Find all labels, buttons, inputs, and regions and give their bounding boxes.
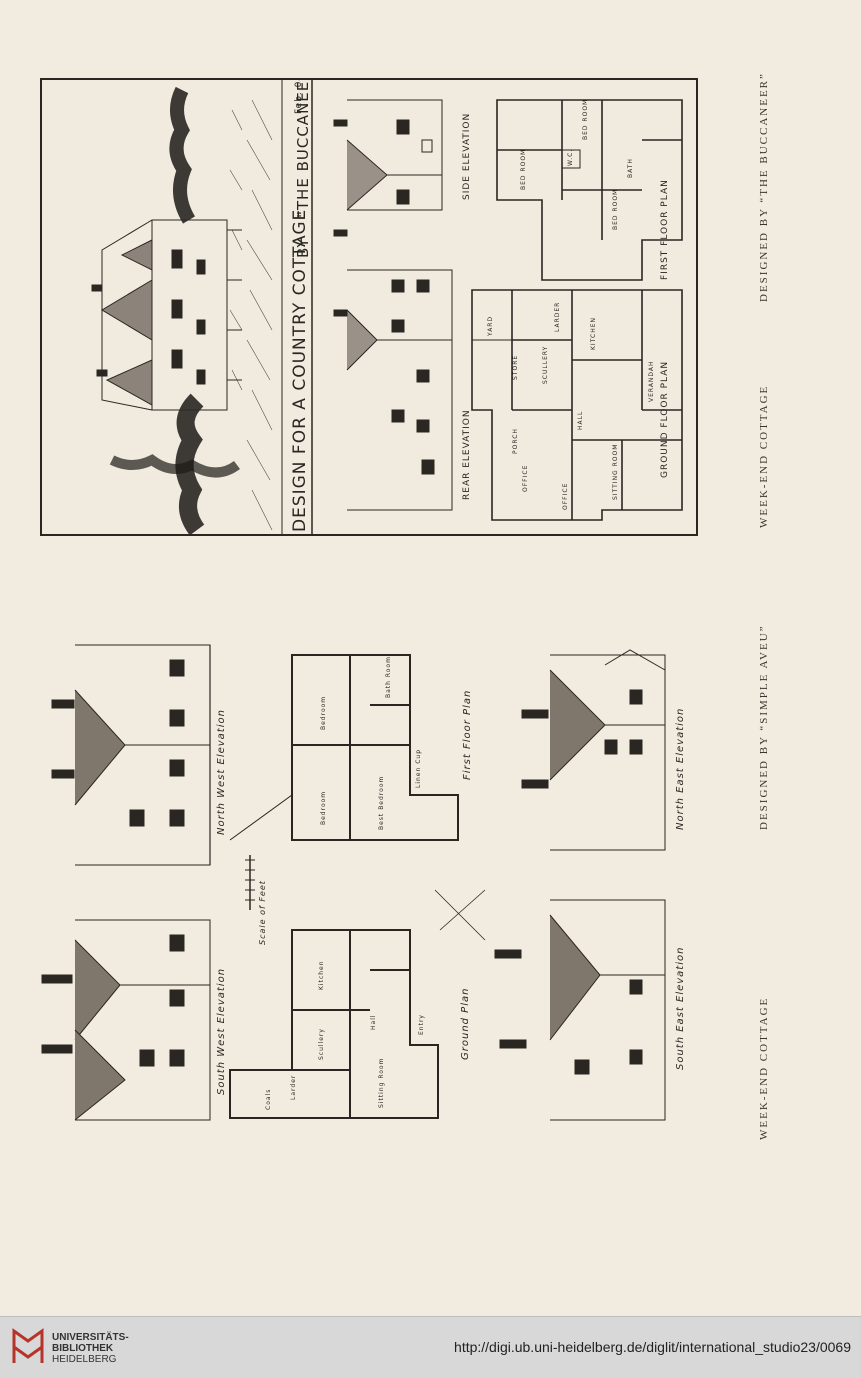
country-cottage-plate: DESIGN FOR A COUNTRY COTTAGE BY "THE BUC… [40, 78, 698, 536]
room-label: VERANDAH [648, 360, 655, 402]
simple-aveu-drawing [41, 644, 666, 1121]
room-label: STORE [512, 354, 519, 380]
permalink-url[interactable]: http://digi.ub.uni-heidelberg.de/diglit/… [454, 1339, 851, 1355]
room-label: Entry [418, 1014, 425, 1035]
room-label: Sitting Room [378, 1057, 385, 1108]
room-label: HALL [577, 410, 584, 430]
scale-label: Scale of Feet [258, 880, 267, 945]
plate-date: Feb. 04 [294, 78, 304, 114]
first-floor-plan-label: First Floor Plan [462, 689, 473, 780]
library-name-line3: HEIDELBERG [52, 1354, 117, 1365]
room-label: LARDER [554, 301, 561, 332]
north-west-elevation-label: North West Elevation [216, 709, 227, 835]
room-label: BED ROOM [582, 98, 589, 140]
room-label: SCULLERY [542, 345, 549, 384]
plate-by: BY [294, 237, 312, 258]
rear-elevation-label: REAR ELEVATION [462, 409, 472, 500]
country-cottage-drawing [91, 80, 683, 534]
room-label: OFFICE [562, 482, 569, 510]
room-label: W.C. [567, 148, 574, 166]
room-label: Coals [265, 1088, 272, 1110]
north-east-elevation-label: North East Elevation [675, 707, 686, 830]
room-label: OFFICE [522, 464, 529, 492]
room-label: Scullery [318, 1028, 325, 1060]
ground-floor-plan-label: GROUND FLOOR PLAN [660, 360, 670, 478]
room-label: SITTING ROOM [612, 443, 619, 500]
library-name[interactable]: UNIVERSITÄTS- BIBLIOTHEK HEIDELBERG [52, 1332, 129, 1365]
first-floor-plan-label: FIRST FLOOR PLAN [660, 179, 670, 280]
room-label: Bedroom [320, 695, 327, 730]
room-label: Kitchen [318, 960, 325, 990]
room-label: KITCHEN [590, 317, 597, 350]
scanned-page: DESIGN FOR A COUNTRY COTTAGE BY "THE BUC… [30, 72, 770, 1150]
library-footer: UNIVERSITÄTS- BIBLIOTHEK HEIDELBERG http… [0, 1316, 861, 1378]
library-name-line2: BIBLIOTHEK [52, 1343, 114, 1354]
room-label: Linen Cup [415, 748, 422, 788]
south-west-elevation-label: South West Elevation [216, 967, 227, 1095]
caption-designed-by-simple-aveu: DESIGNED BY “SIMPLE AVEU” [758, 624, 770, 830]
room-label: Hall [370, 1014, 377, 1030]
room-label: Larder [290, 1074, 297, 1100]
room-label: YARD [487, 315, 494, 336]
caption-week-end-cottage-1: WEEK-END COTTAGE [758, 384, 770, 528]
university-library-logo-icon[interactable] [10, 1327, 46, 1367]
library-name-line1: UNIVERSITÄTS- [52, 1332, 129, 1343]
room-label: PORCH [512, 428, 519, 454]
room-label: Best Bedroom [378, 775, 385, 830]
room-label: BED ROOM [612, 188, 619, 230]
room-label: Bedroom [320, 790, 327, 825]
simple-aveu-plate: North West Elevation South West Elevatio… [30, 630, 710, 1150]
room-label: BATH [627, 158, 634, 178]
south-east-elevation-label: South East Elevation [675, 946, 686, 1070]
caption-week-end-cottage-2: WEEK-END COTTAGE [758, 996, 770, 1140]
ground-plan-label: Ground Plan [460, 987, 471, 1060]
room-label: BED ROOM [520, 148, 527, 190]
room-label: Bath Room [385, 656, 392, 698]
caption-designed-by-buccaneer: DESIGNED BY “THE BUCCANEER” [758, 72, 770, 302]
side-elevation-label: SIDE ELEVATION [462, 112, 472, 200]
